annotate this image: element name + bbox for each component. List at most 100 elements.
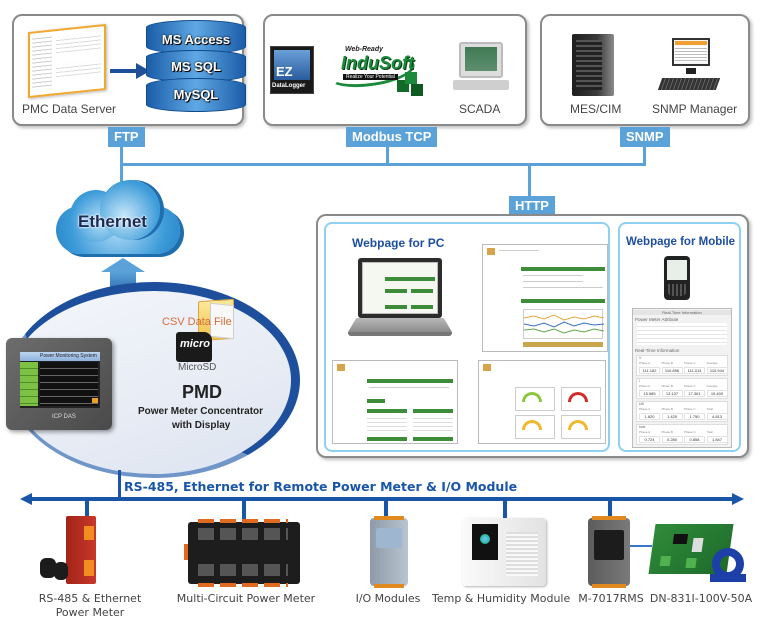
- mobile-value: 0.724: [639, 436, 660, 443]
- mobile-column-label: Total: [706, 407, 713, 411]
- device-label-io-modules: I/O Modules: [355, 592, 421, 605]
- trend-chart-icon: [523, 314, 605, 334]
- mobile-value: 111.014: [684, 367, 705, 374]
- device-label-rs485: RS-485 & Ethernet Power Meter: [38, 592, 142, 619]
- mes-server-icon: [572, 34, 614, 96]
- bus-line: [30, 497, 734, 501]
- mobile-column-label: Phase A: [639, 384, 651, 388]
- snmp-panel: MES/CIM SNMP Manager: [540, 14, 750, 126]
- mobile-value: 15.400: [706, 390, 728, 397]
- mobile-value: 17.361: [684, 390, 705, 397]
- mobile-value: 1.620: [639, 413, 660, 420]
- device-label-m7017rms: M-7017RMS: [578, 592, 644, 605]
- http-wire: [528, 163, 531, 198]
- mobile-value: 0.858: [684, 436, 705, 443]
- m7017rms-module-icon: [588, 516, 630, 588]
- mobile-value: 1.750: [684, 413, 705, 420]
- db-mysql: MySQL: [173, 87, 219, 102]
- bus-label: RS-485, Ethernet for Remote Power Meter …: [124, 479, 518, 494]
- mobile-column-label: Phase C: [684, 361, 696, 365]
- mobile-value: 1.847: [706, 436, 728, 443]
- device-label-temp-humidity: Temp & Humidity Module: [432, 592, 571, 605]
- ethernet-label: Ethernet: [78, 212, 147, 231]
- pc-chart-page-thumbnail: [482, 244, 608, 352]
- multi-circuit-power-meter-icon: [184, 519, 300, 587]
- horizontal-ethernet-wire: [120, 163, 646, 166]
- mobile-column-label: Phase B: [661, 407, 673, 411]
- db-ms-access: MS Access: [161, 32, 231, 47]
- mobile-value: 15.985: [639, 390, 660, 397]
- mobile-value: 0.280: [661, 436, 683, 443]
- mobile-column-label: Phase C: [684, 430, 696, 434]
- pmd-device-icon: Power Monitoring System ICP DAS: [6, 338, 112, 430]
- db-ms-sql: MS SQL: [171, 59, 221, 74]
- mobile-column-label: Phase A: [639, 361, 651, 365]
- m7017-link-wire: [630, 545, 652, 547]
- http-tag: HTTP: [509, 196, 555, 216]
- ez-datalogger-icon: EZ DataLogger: [270, 46, 314, 94]
- webpage-pc-title: Webpage for PC: [352, 236, 445, 250]
- pmc-data-server-label: PMC Data Server: [22, 102, 117, 116]
- mobile-column-label: Average: [706, 361, 718, 365]
- scada-computer-icon: [453, 42, 509, 92]
- mobile-value: 110.944: [706, 367, 728, 374]
- mobile-column-label: Average: [706, 384, 718, 388]
- gauge-green-icon: [522, 392, 542, 402]
- modbus-wire: [386, 147, 389, 164]
- mobile-column-label: Phase B: [661, 361, 673, 365]
- mobile-value: 1.425: [661, 413, 683, 420]
- http-panel: Webpage for PC: [316, 214, 749, 458]
- laptop-icon: [348, 258, 452, 342]
- snmp-manager-label: SNMP Manager: [652, 102, 738, 116]
- mobile-phone-icon: [664, 256, 690, 300]
- mobile-value: 4.813: [706, 413, 728, 420]
- device-label-multi-circuit: Multi-Circuit Power Meter: [176, 592, 316, 605]
- pc-gauge-page-thumbnail: [478, 360, 606, 444]
- drop-wire: [608, 499, 612, 519]
- drop-wire: [384, 499, 388, 519]
- mobile-column-label: Total: [706, 430, 713, 434]
- mobile-page-thumbnail: Real-Time Information Power Meter Attrib…: [632, 308, 732, 448]
- rs485-power-meter-icon: [40, 516, 120, 586]
- database-icon: MS Access MS SQL MySQL: [146, 20, 246, 116]
- mobile-column-label: Phase A: [639, 407, 651, 411]
- temp-humidity-module-icon: [462, 518, 546, 586]
- drop-wire: [242, 499, 246, 521]
- webpage-pc-panel: Webpage for PC: [324, 222, 610, 452]
- webpage-mobile-title: Webpage for Mobile: [626, 236, 736, 248]
- mobile-column-label: Phase B: [661, 384, 673, 388]
- microsd-label: MicroSD: [178, 362, 217, 373]
- mobile-column-label: Phase B: [661, 430, 673, 434]
- gauge-yellow-icon: [522, 420, 542, 430]
- csv-data-file-label: CSV Data File: [162, 316, 232, 328]
- drop-wire: [85, 499, 89, 521]
- ethernet-cloud-icon: Ethernet: [56, 180, 186, 256]
- snmp-tag: SNMP: [620, 127, 670, 147]
- modbus-tcp-tag: Modbus TCP: [346, 127, 438, 147]
- mobile-value: 111.182: [639, 367, 660, 374]
- pmd-subtitle-2: with Display: [172, 420, 231, 431]
- pmd-title: PMD: [182, 382, 222, 402]
- io-module-icon: [370, 516, 408, 588]
- data-server-panel: MS Access MS SQL MySQL PMC Data Server: [12, 14, 246, 126]
- arrow-right-icon: [110, 69, 138, 73]
- device-label-dn831i: DN-831I-100V-50A: [649, 592, 753, 605]
- pmd-subtitle-1: Power Meter Concentrator: [138, 406, 264, 417]
- pc-overview-page-thumbnail: [332, 360, 458, 444]
- snmp-manager-pc-icon: [657, 38, 728, 94]
- webpage-mobile-panel: Webpage for Mobile Real-Time Information…: [618, 222, 741, 452]
- mobile-value: 13.137: [661, 390, 683, 397]
- drop-wire: [503, 499, 507, 519]
- mes-cim-label: MES/CIM: [570, 102, 622, 116]
- gauge-red-icon: [568, 392, 588, 402]
- modbus-panel: EZ DataLogger Web-Ready InduSoft Realize…: [263, 14, 527, 126]
- microsd-card-icon: micro: [176, 332, 212, 362]
- arrow-up-icon: [101, 258, 145, 272]
- pmd-bus-wire: [118, 470, 121, 500]
- mobile-column-label: Phase C: [684, 384, 696, 388]
- indusoft-logo: Web-Ready InduSoft Realize Your Potentia…: [325, 46, 427, 102]
